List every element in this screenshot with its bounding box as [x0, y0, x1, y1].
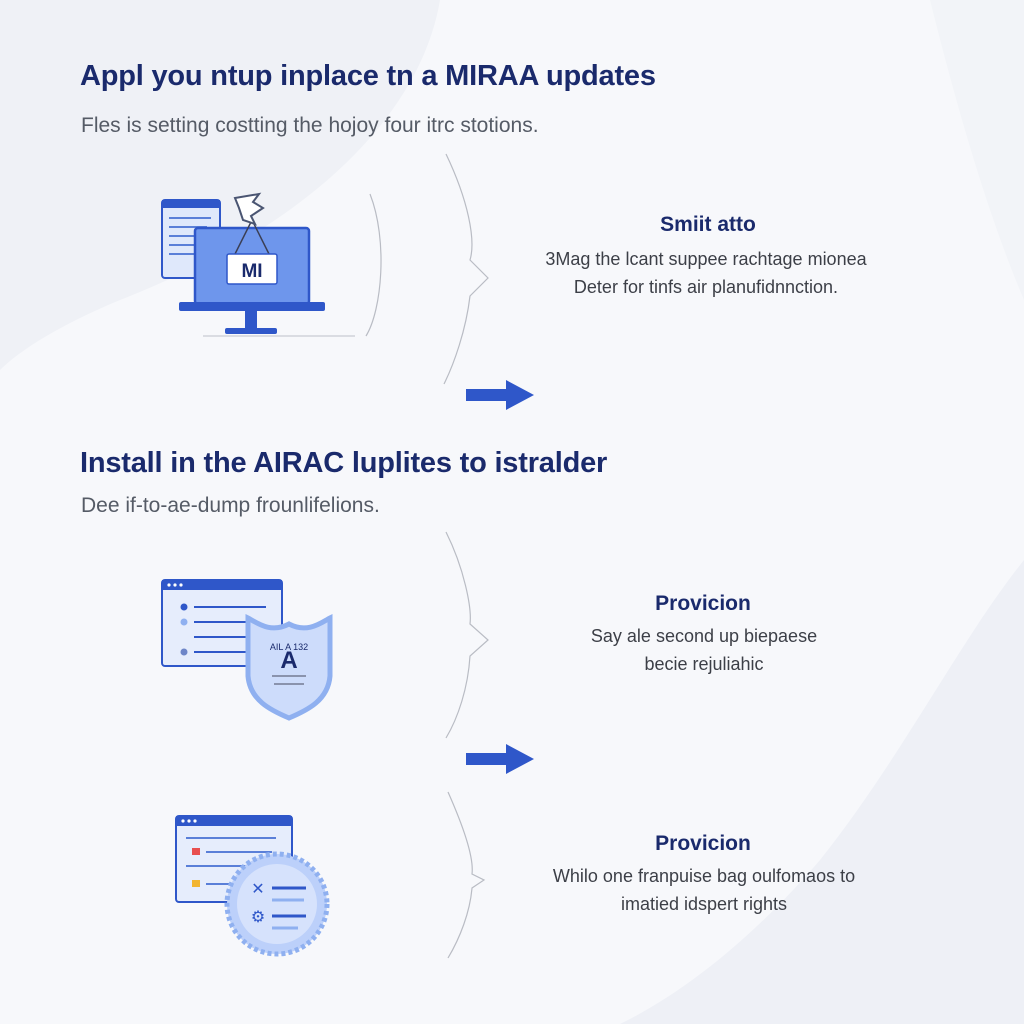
section1-card-desc-line2: Deter for tinfs air planufidnnction. [573, 277, 839, 297]
section1-card-desc-line1: 3Mag the lcant suppee rachtage mionea [545, 249, 867, 269]
shield-small-label: AIL A 132 [270, 642, 308, 652]
section2-card-desc-line1: Say ale second up biepaese [590, 626, 818, 646]
svg-text:⚙: ⚙ [251, 907, 265, 926]
arrow-right-icon [466, 380, 534, 410]
section3-divider-curve [447, 791, 486, 959]
section2-card-description: Say ale second up biepaese becie rejulia… [494, 622, 914, 678]
section1-subtext: Fles is setting costting the hojoy four … [81, 114, 539, 137]
section2-card-desc-line2: becie rejuliahic [644, 654, 764, 674]
section1-divider-curve [443, 153, 489, 385]
section3-card-description: Whilo one franpuise bag oulfomaos to ima… [494, 862, 914, 918]
section1-bracket-curve [365, 193, 382, 337]
section2-divider-curve [445, 531, 489, 739]
section1-card-title: Smiit atto [660, 213, 756, 236]
arrow-right-icon [466, 744, 534, 774]
shield-letter: A [280, 647, 297, 674]
shield-document-icon: AIL A 132 A [161, 579, 333, 721]
badge-document-icon: ✕ ⚙ [175, 815, 330, 957]
monitor-screen-label: MI [241, 261, 262, 282]
section3-card-desc-line1: Whilo one franpuise bag oulfomaos to [552, 866, 856, 886]
section2-card-title: Provicion [655, 592, 751, 615]
section3-card-title: Provicion [655, 832, 751, 855]
section1-card-description: 3Mag the lcant suppee rachtage mionea De… [496, 245, 916, 301]
monitor-icon: MI [161, 192, 355, 337]
section3-card-desc-line2: imatied idspert rights [620, 894, 788, 914]
section1-heading: Appl you ntup inplace tn a MIRAA updates [80, 60, 656, 92]
section2-subtext: Dee if-to-ae-dump frounlifelions. [81, 494, 380, 517]
svg-text:✕: ✕ [251, 879, 264, 898]
section2-heading: Install in the AIRAC luplites to istrald… [80, 447, 608, 479]
